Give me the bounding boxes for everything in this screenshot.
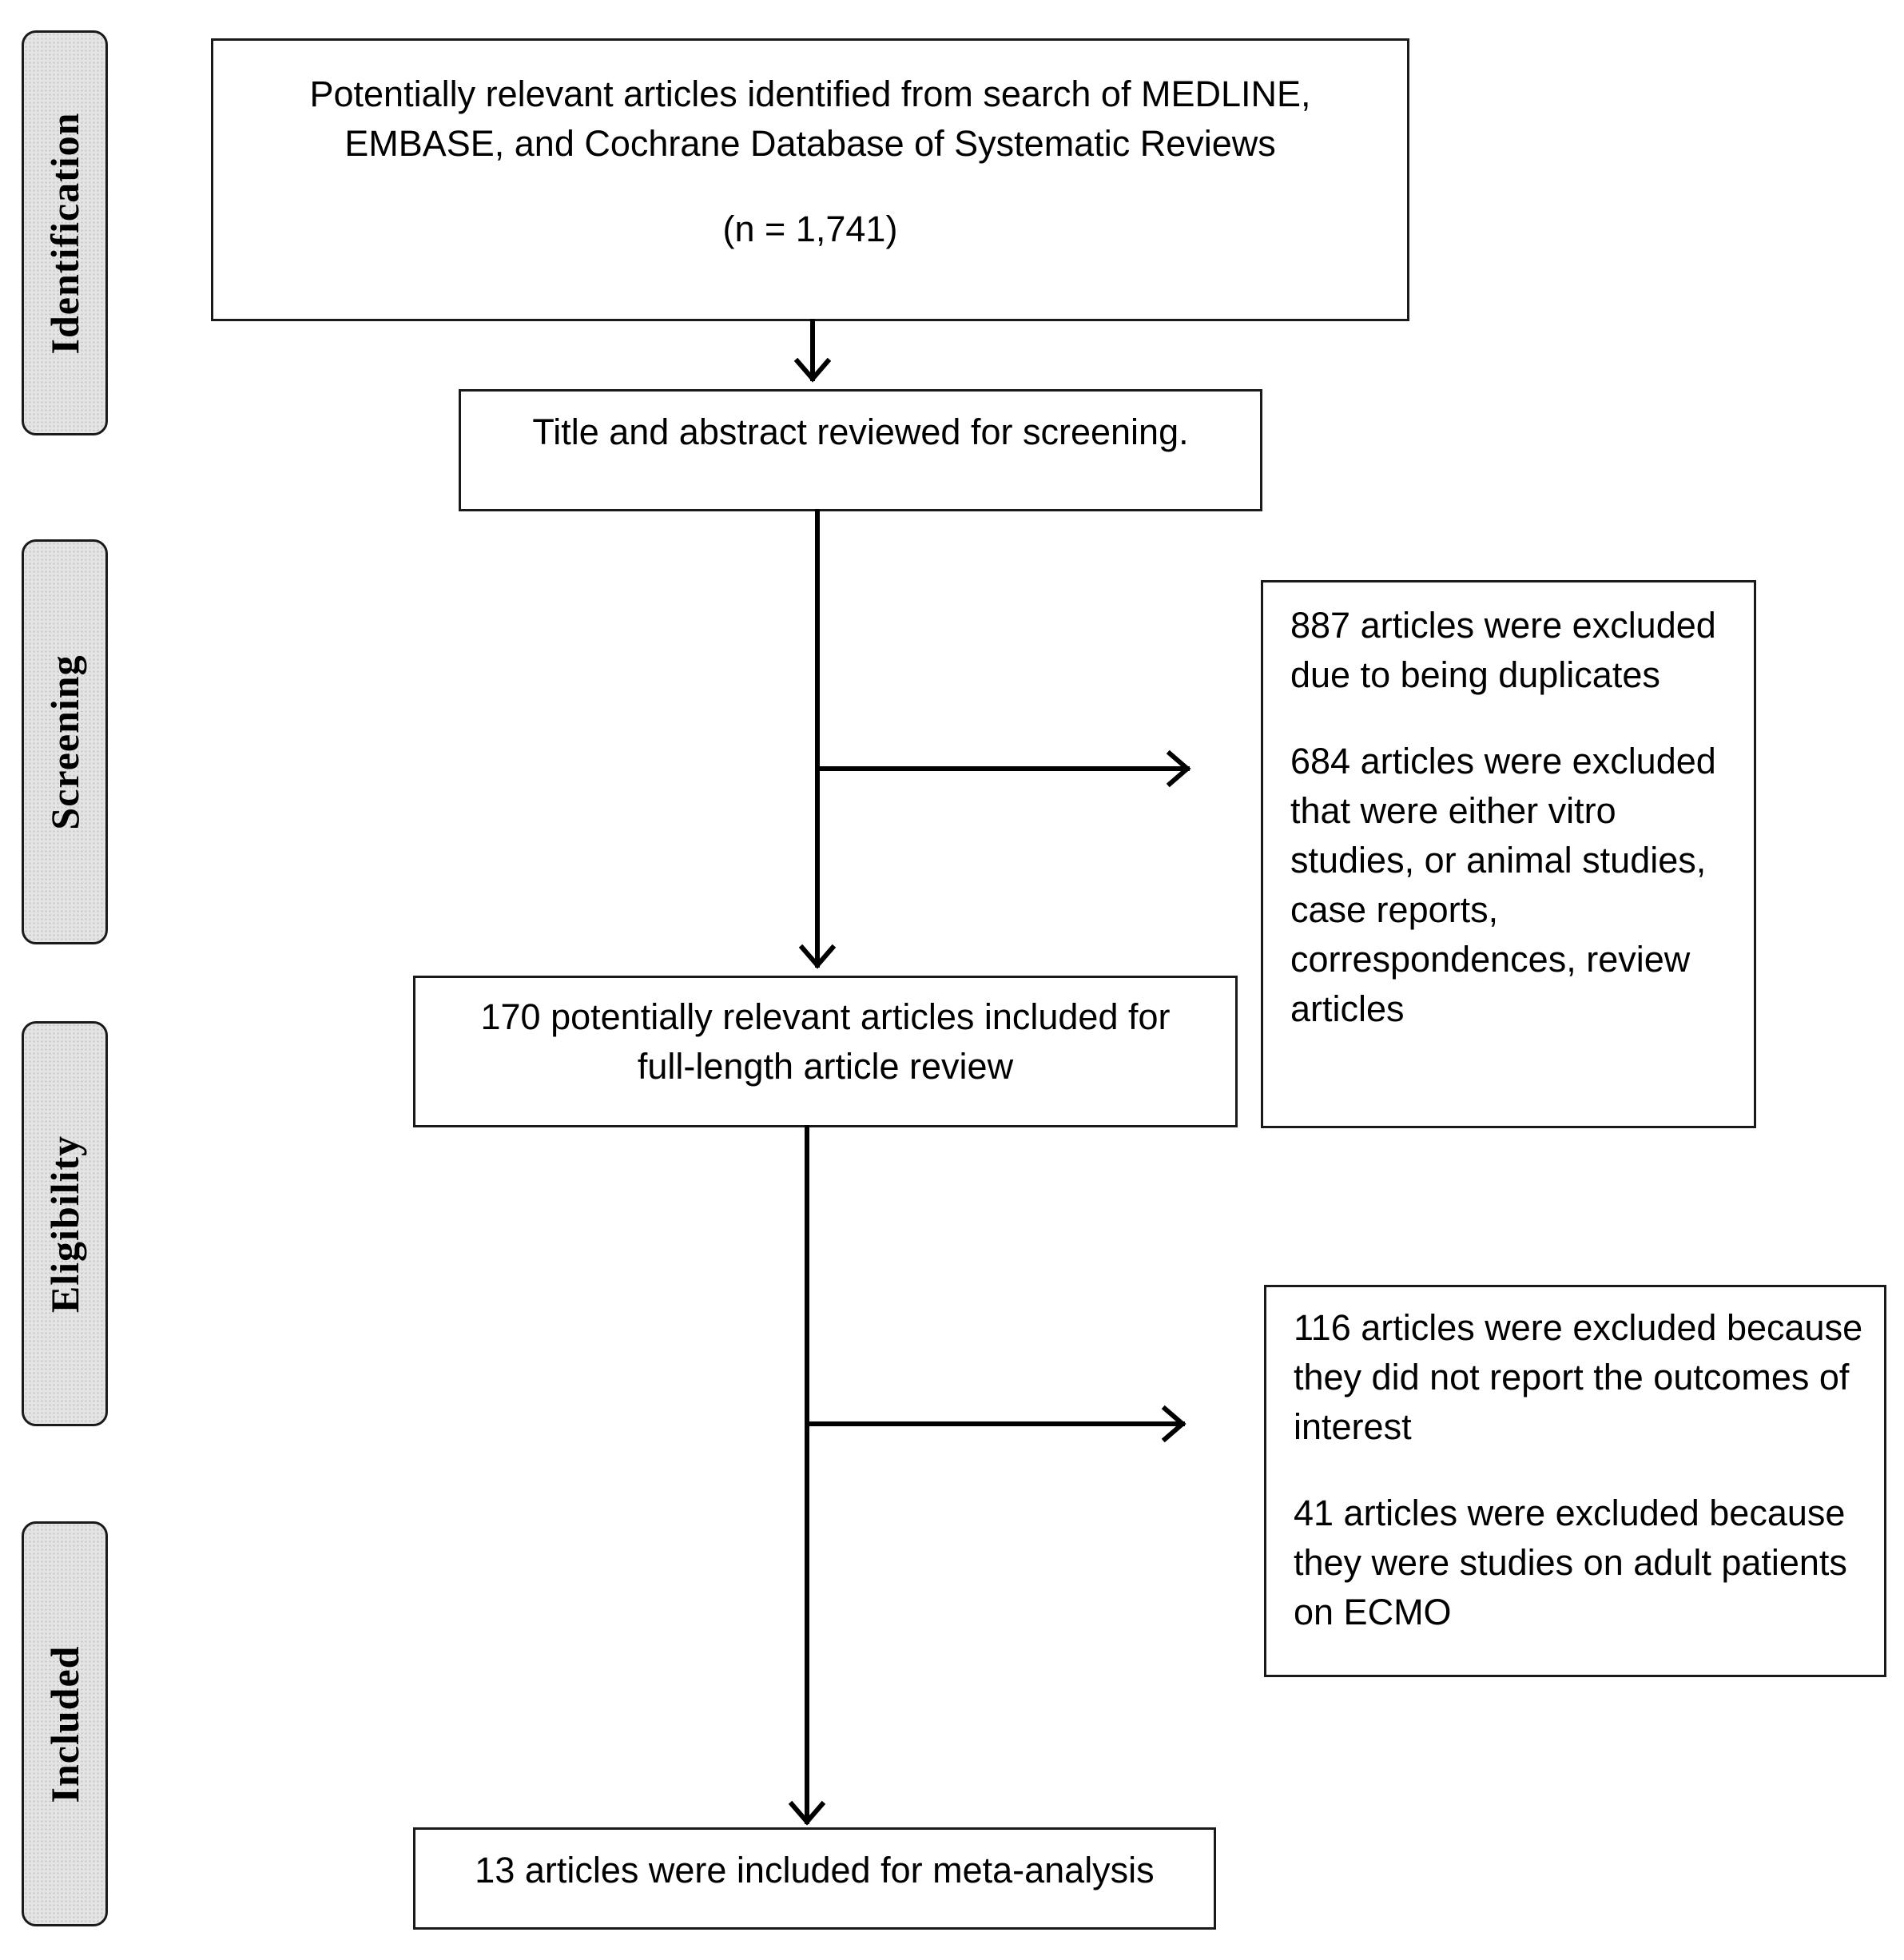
full-text-review-line1: 170 potentially relevant articles includ… bbox=[480, 996, 1171, 1037]
stage-label-screening: Screening bbox=[42, 654, 87, 830]
stage-tab-screening: Screening bbox=[22, 539, 108, 944]
identified-records-line1: Potentially relevant articles identified… bbox=[309, 74, 1311, 114]
stage-tab-identification: Identification bbox=[22, 30, 108, 435]
screening-box: Title and abstract reviewed for screenin… bbox=[459, 389, 1262, 511]
stage-label-eligibility: Eligibility bbox=[42, 1135, 87, 1313]
screening-box-text: Title and abstract reviewed for screenin… bbox=[532, 411, 1189, 452]
outcomes-excluded-text: 116 articles were excluded because they … bbox=[1294, 1307, 1863, 1447]
stage-tab-eligibility: Eligibility bbox=[22, 1021, 108, 1426]
eligibility-exclusions-box: 116 articles were excluded because they … bbox=[1264, 1285, 1886, 1677]
study-type-excluded-text: 684 articles were excluded that were eit… bbox=[1290, 741, 1716, 1029]
identified-records-box: Potentially relevant articles identified… bbox=[211, 38, 1409, 321]
arrowhead-to-eligibility-exclusions bbox=[1161, 1405, 1187, 1443]
arrowhead-to-screening-exclusions bbox=[1166, 749, 1191, 788]
duplicates-excluded-text: 887 articles were excluded due to being … bbox=[1290, 605, 1716, 695]
stage-tab-included: Included bbox=[22, 1521, 108, 1926]
arrowhead-full-text-to-included bbox=[788, 1800, 826, 1826]
included-studies-text: 13 articles were included for meta-analy… bbox=[475, 1850, 1155, 1890]
identified-records-count: (n = 1,741) bbox=[722, 209, 898, 249]
arrowhead-screening-to-full-text bbox=[798, 944, 837, 969]
adult-ecmo-excluded-text: 41 articles were excluded because they w… bbox=[1294, 1493, 1847, 1632]
stage-label-included: Included bbox=[42, 1645, 87, 1803]
included-studies-box: 13 articles were included for meta-analy… bbox=[413, 1827, 1216, 1930]
full-text-review-line2: full-length article review bbox=[637, 1046, 1014, 1087]
arrowhead-identified-to-screening bbox=[793, 357, 832, 383]
stage-label-identification: Identification bbox=[42, 112, 87, 354]
identified-records-line2: EMBASE, and Cochrane Database of Systema… bbox=[344, 123, 1276, 164]
screening-exclusions-box: 887 articles were excluded due to being … bbox=[1261, 580, 1756, 1128]
full-text-review-box: 170 potentially relevant articles includ… bbox=[413, 976, 1238, 1127]
